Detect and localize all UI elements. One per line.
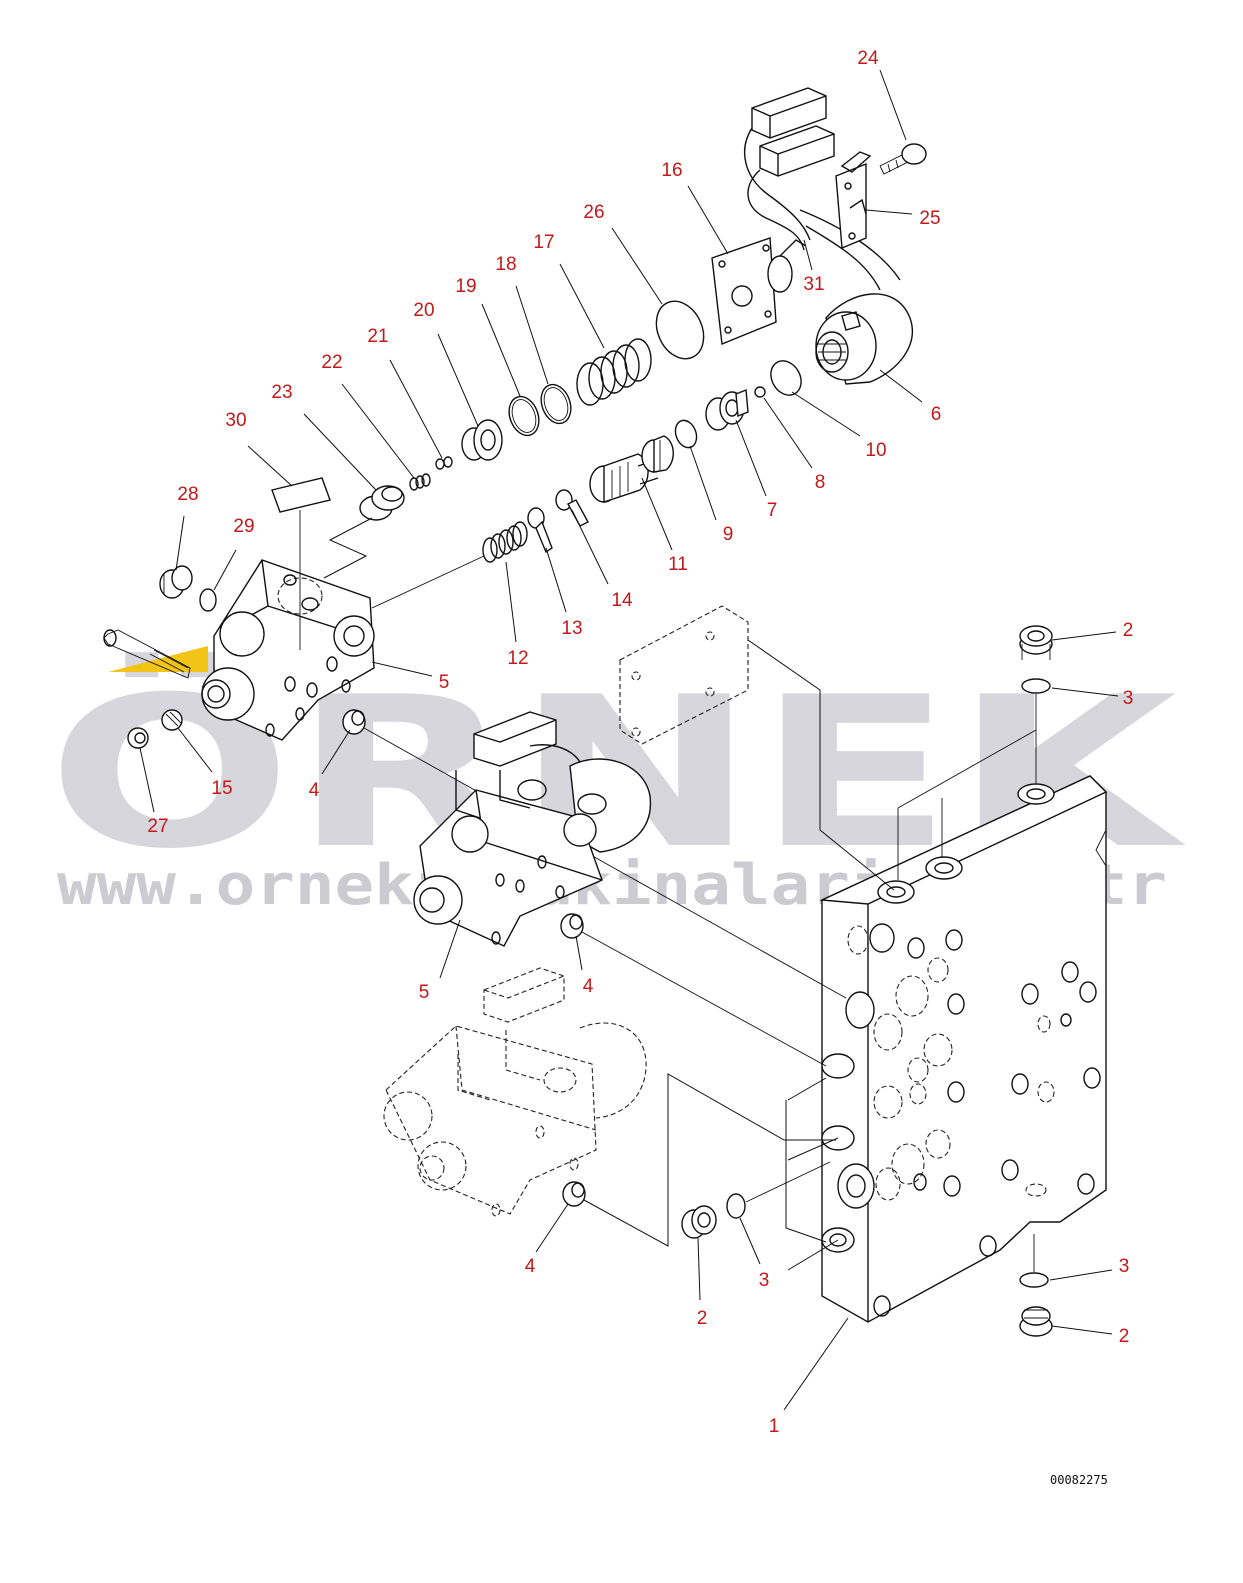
callout-3-top-right: 3 — [1123, 688, 1134, 709]
watermark: ÖRNEK www.ornekismakinalari.com.tr — [47, 646, 1186, 918]
callout-6: 6 — [931, 404, 942, 425]
o-ring-part-26 — [655, 300, 705, 360]
callout-14: 14 — [611, 590, 633, 611]
callout-labels: 24 25 16 26 17 31 18 19 20 21 22 23 30 6… — [147, 48, 1133, 1437]
callout-24: 24 — [857, 48, 879, 69]
ball-part-8 — [754, 386, 766, 398]
callout-2-lower-middle: 2 — [697, 1308, 708, 1329]
solenoid-flange-part-16 — [711, 237, 807, 345]
large-spring-part-17 — [576, 338, 652, 406]
callout-12: 12 — [507, 648, 528, 669]
plug-part-23 — [323, 485, 405, 579]
callout-30: 30 — [225, 410, 246, 431]
callout-5-middle: 5 — [419, 982, 430, 1003]
fitting-part-4-lower — [562, 1181, 586, 1207]
o-ring-part-10 — [770, 360, 802, 396]
pin-part-21 — [435, 456, 453, 470]
drawing-code: 00082275 — [1050, 1473, 1108, 1487]
long-bolt — [103, 629, 191, 679]
o-ring-part-3-middle — [726, 1193, 746, 1219]
callout-21: 21 — [367, 326, 388, 347]
callout-29: 29 — [233, 516, 254, 537]
callout-8: 8 — [815, 472, 826, 493]
pin-part-13 — [527, 507, 553, 554]
callout-22: 22 — [321, 352, 342, 373]
label-plate-part-30 — [271, 477, 331, 513]
spring-part-12 — [482, 521, 528, 563]
o-ring-part-9 — [674, 419, 698, 449]
ring-part-18 — [540, 383, 572, 425]
callout-15: 15 — [211, 778, 232, 799]
callout-5-upper: 5 — [439, 672, 450, 693]
harness-connector-assembly — [744, 87, 901, 291]
callout-4-middle: 4 — [583, 976, 594, 997]
callout-16: 16 — [661, 160, 682, 181]
seat-part-20 — [461, 419, 503, 461]
fitting-part-4-upper — [342, 709, 366, 735]
callout-17: 17 — [533, 232, 554, 253]
plug-part-2-middle — [681, 1205, 717, 1239]
spool-part-11 — [589, 435, 674, 503]
small-spring-part-22 — [409, 473, 431, 491]
callout-10: 10 — [865, 440, 886, 461]
callout-20: 20 — [413, 300, 434, 321]
callout-1: 1 — [769, 1416, 780, 1437]
callout-28: 28 — [177, 484, 198, 505]
plug-part-15 — [161, 709, 183, 731]
callout-23: 23 — [271, 382, 292, 403]
callout-13: 13 — [561, 618, 582, 639]
callout-3-lower-right: 3 — [1119, 1256, 1130, 1277]
solenoid-valve-block-ghost-lower — [383, 967, 647, 1217]
callout-4-upper: 4 — [309, 780, 320, 801]
callout-4-lower: 4 — [525, 1256, 536, 1277]
o-ring-part-3-upper — [1021, 678, 1051, 694]
pin-part-14 — [555, 489, 589, 527]
fitting-part-4-middle — [560, 913, 584, 939]
solenoid-coil-part-6 — [815, 293, 913, 385]
callout-2-lower-right: 2 — [1119, 1326, 1130, 1347]
callout-7: 7 — [767, 500, 778, 521]
cover-plate-ghost — [619, 605, 895, 891]
valve-body-part-1 — [819, 775, 1108, 1323]
screw-part-24 — [879, 143, 927, 175]
ring-part-19 — [508, 395, 540, 437]
callout-3-lower-middle: 3 — [759, 1270, 770, 1291]
fitting-part-7 — [705, 389, 749, 431]
solenoid-valve-block-part-5-middle — [413, 711, 652, 947]
plug-part-28 — [159, 565, 193, 599]
callout-19: 19 — [455, 276, 476, 297]
callout-26: 26 — [583, 202, 604, 223]
solenoid-valve-block-part-5-upper — [201, 559, 375, 741]
callout-18: 18 — [495, 254, 516, 275]
callout-9: 9 — [723, 524, 734, 545]
plug-part-2-upper — [1019, 625, 1053, 660]
callout-31: 31 — [803, 274, 824, 295]
callout-leaders — [139, 69, 1119, 1411]
callout-25: 25 — [919, 208, 940, 229]
plug-part-2-lower — [1019, 1306, 1053, 1337]
callout-11: 11 — [668, 554, 688, 575]
callout-2-top-right: 2 — [1123, 620, 1134, 641]
o-ring-part-3-lower — [1019, 1272, 1049, 1288]
plug-part-27 — [127, 727, 149, 749]
o-ring-part-29 — [199, 588, 217, 612]
callout-27: 27 — [147, 816, 168, 837]
